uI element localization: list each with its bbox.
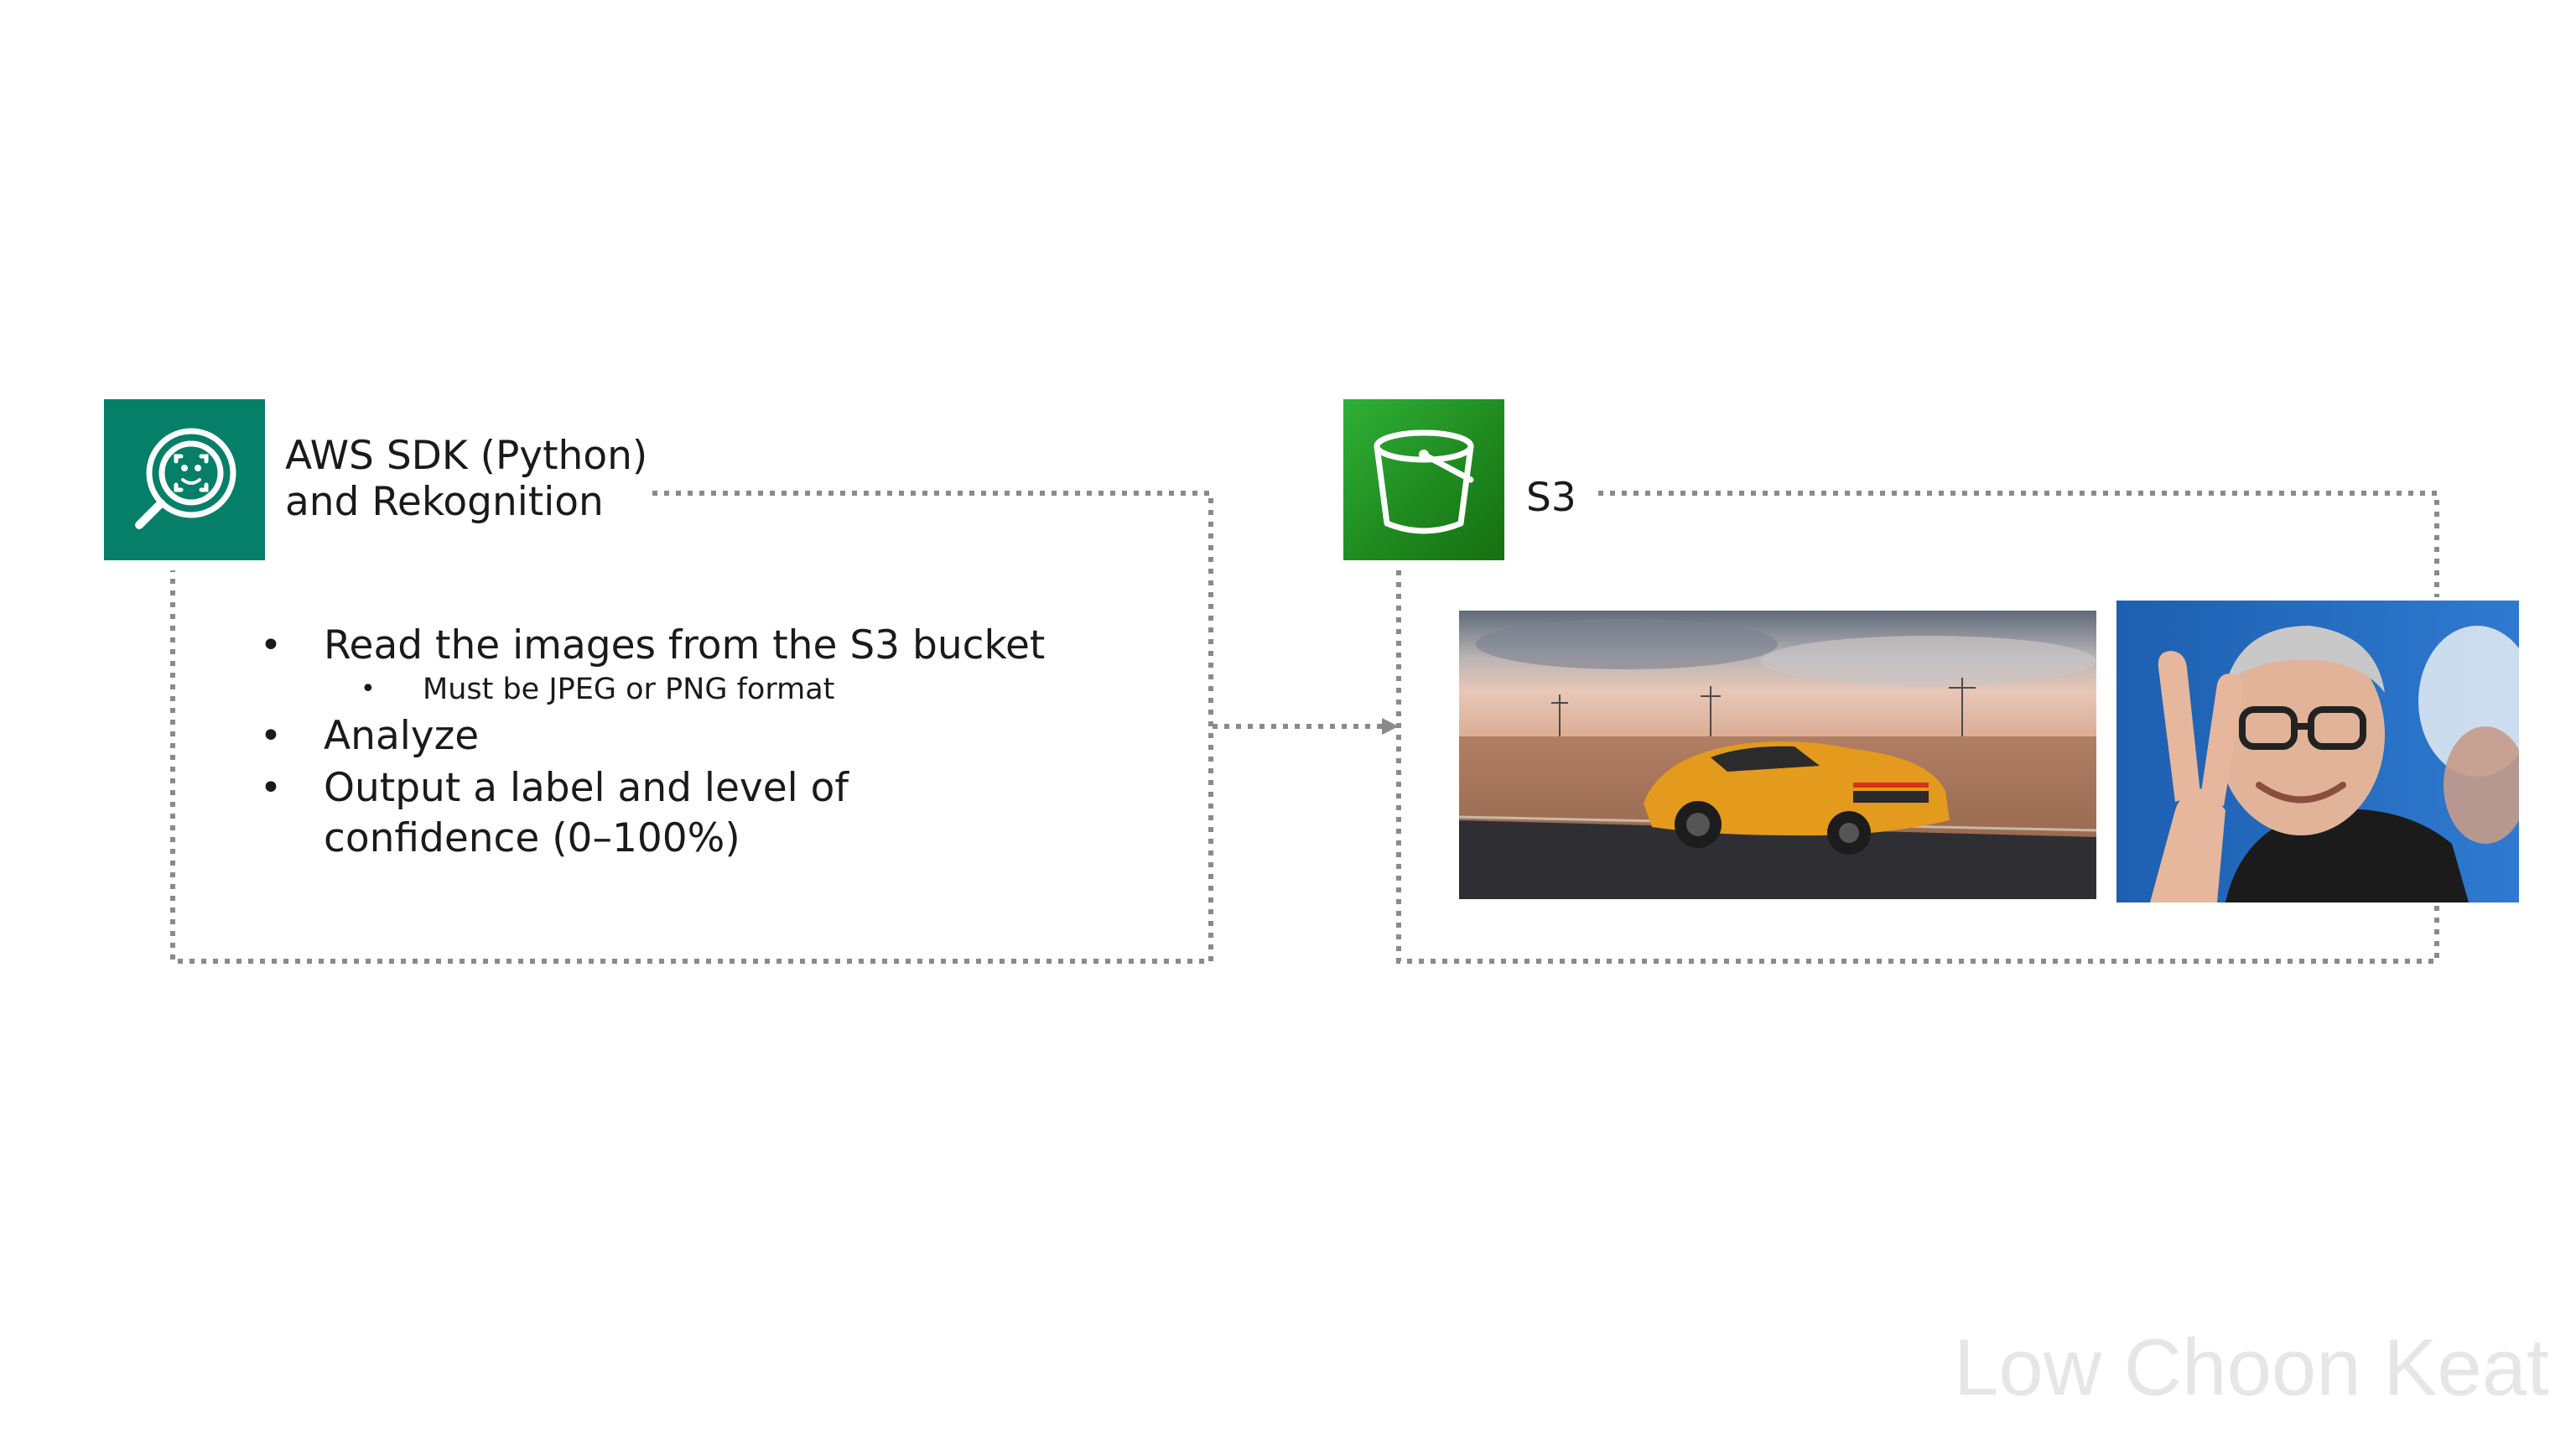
bullet-format-requirement: Must be JPEG or PNG format: [260, 671, 1182, 708]
flow-arrowhead: [1382, 718, 1399, 735]
presenter-watermark: Low Choon Keat: [1954, 1323, 2549, 1412]
feature-bullet-list: Read the images from the S3 bucket Must …: [260, 621, 1182, 864]
s3-bucket-icon: [1343, 399, 1504, 560]
rekognition-magnifier-icon: [104, 399, 265, 560]
bullet-analyze: Analyze: [260, 711, 1182, 762]
rekognition-title: AWS SDK (Python) and Rekognition: [285, 433, 647, 525]
person-peace-sign-photo: [2116, 601, 2519, 902]
bullet-output-label: Output a label and level of confidence (…: [260, 763, 911, 864]
sports-car-photo: [1459, 611, 2096, 899]
s3-title: S3: [1526, 475, 1576, 521]
bullet-read-images: Read the images from the S3 bucket: [260, 621, 1182, 671]
s3-group-border: [1598, 491, 2439, 597]
rekognition-title-line1: AWS SDK (Python): [285, 433, 648, 479]
rekognition-title-line2: and Rekognition: [285, 479, 604, 525]
